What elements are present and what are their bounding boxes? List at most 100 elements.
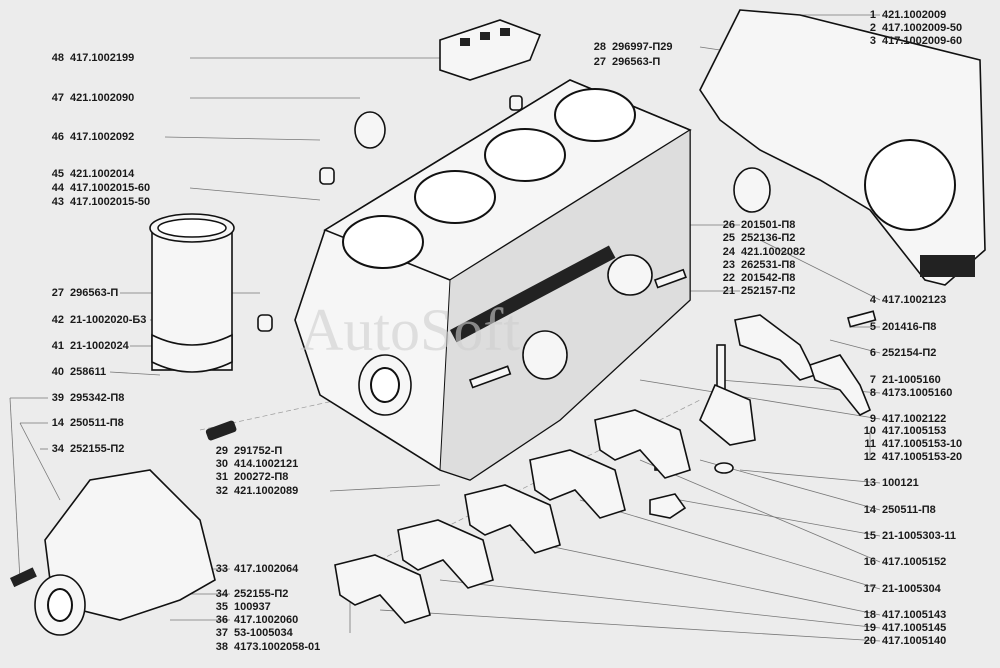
callout-number: 42 [51, 314, 64, 326]
part-number: 417.1002122 [882, 413, 947, 425]
part-number: 421.1002089 [234, 485, 299, 497]
engine-block [294, 79, 692, 481]
part-number: 252136-П2 [741, 232, 796, 244]
part-number: 417.1002009-50 [882, 22, 963, 34]
watermark: AutoSoft [300, 297, 520, 363]
callout-26: 26 201501-П8 [717, 218, 796, 232]
stud-29 [205, 420, 237, 441]
plug-27 [257, 314, 273, 332]
part-number: 296563-П [70, 287, 119, 299]
callout-number: 34 [215, 588, 228, 600]
callout-number: 2 [869, 22, 876, 34]
callout-number: 45 [51, 168, 64, 180]
part-number: 201501-П8 [741, 219, 796, 231]
nut-17 [649, 493, 687, 519]
callout-number: 14 [863, 504, 876, 516]
part-number: 252155-П2 [70, 443, 125, 455]
part-number: 21-1002024 [70, 340, 129, 352]
callout-32: 32 421.1002089 [210, 484, 298, 498]
callout-number: 12 [863, 451, 876, 463]
part-number: 417.1002060 [234, 614, 299, 626]
callout-27: 27 296563-П [46, 286, 119, 300]
part-number: 201416-П8 [882, 321, 937, 333]
callout-number: 11 [864, 438, 876, 450]
callout-number: 32 [215, 485, 228, 497]
part-number: 21-1005160 [882, 374, 941, 386]
part-number: 417.1005143 [882, 609, 947, 621]
callout-42: 42 21-1002020-Б3 [46, 313, 147, 327]
main-bearing-caps [334, 383, 756, 624]
callout-25: 25 252136-П2 [717, 231, 796, 245]
callout-23: 23 262531-П8 [717, 258, 796, 272]
stud-30 [468, 365, 512, 389]
part-number: 417.1005153-10 [882, 438, 963, 450]
callout-number: 46 [51, 131, 64, 143]
part-number: 421.1002090 [70, 92, 135, 104]
callout-11: 11 417.1005153-10 [858, 437, 962, 451]
callout-number: 25 [722, 232, 735, 244]
callout-number: 24 [722, 246, 735, 258]
cylinder-liner [149, 213, 235, 373]
part-number: 200272-П8 [234, 471, 289, 483]
part-number: 417.1002123 [882, 294, 947, 306]
part-number: 250511-П8 [882, 504, 936, 516]
part-number: 414.1002121 [234, 458, 299, 470]
callout-number: 39 [51, 392, 64, 404]
callout-number: 22 [722, 272, 735, 284]
bolt-5 [847, 310, 877, 328]
part-number: 252157-П2 [741, 285, 796, 297]
callout-number: 1 [869, 9, 876, 21]
plug-47 [354, 111, 386, 149]
part-number: 421.1002082 [741, 246, 806, 258]
callout-number: 23 [722, 259, 735, 271]
part-number: 417.1005145 [882, 622, 947, 634]
callout-number: 16 [863, 556, 876, 568]
callout-number: 7 [869, 374, 876, 386]
callout-43: 43 417.1002015-50 [46, 195, 150, 209]
part-number: 417.1005140 [882, 635, 947, 647]
part-number: 21-1002020-Б3 [70, 314, 147, 326]
part-number: 417.1002064 [234, 563, 299, 575]
part-number: 100937 [234, 601, 271, 613]
callout-number: 26 [722, 219, 735, 231]
callout-number: 29 [215, 445, 228, 457]
washer-13 [714, 462, 734, 474]
callout-number: 5 [869, 321, 876, 333]
callout-14: 14 250511-П8 [858, 503, 936, 517]
part-number: 262531-П8 [741, 259, 796, 271]
callout-7: 7 21-1005160 [858, 373, 941, 387]
callout-number: 33 [215, 563, 228, 575]
part-number: 4173.1002058-01 [234, 641, 321, 653]
callout-number: 27 [51, 287, 64, 299]
callout-number: 43 [51, 196, 64, 208]
callout-33: 33 417.1002064 [210, 562, 298, 576]
part-number: 417.1002015-50 [70, 196, 151, 208]
part-48-cover [439, 19, 542, 81]
part-number: 417.1005153 [882, 425, 947, 437]
part-number: 417.1002015-60 [70, 182, 151, 194]
callout-number: 27 [593, 56, 606, 68]
